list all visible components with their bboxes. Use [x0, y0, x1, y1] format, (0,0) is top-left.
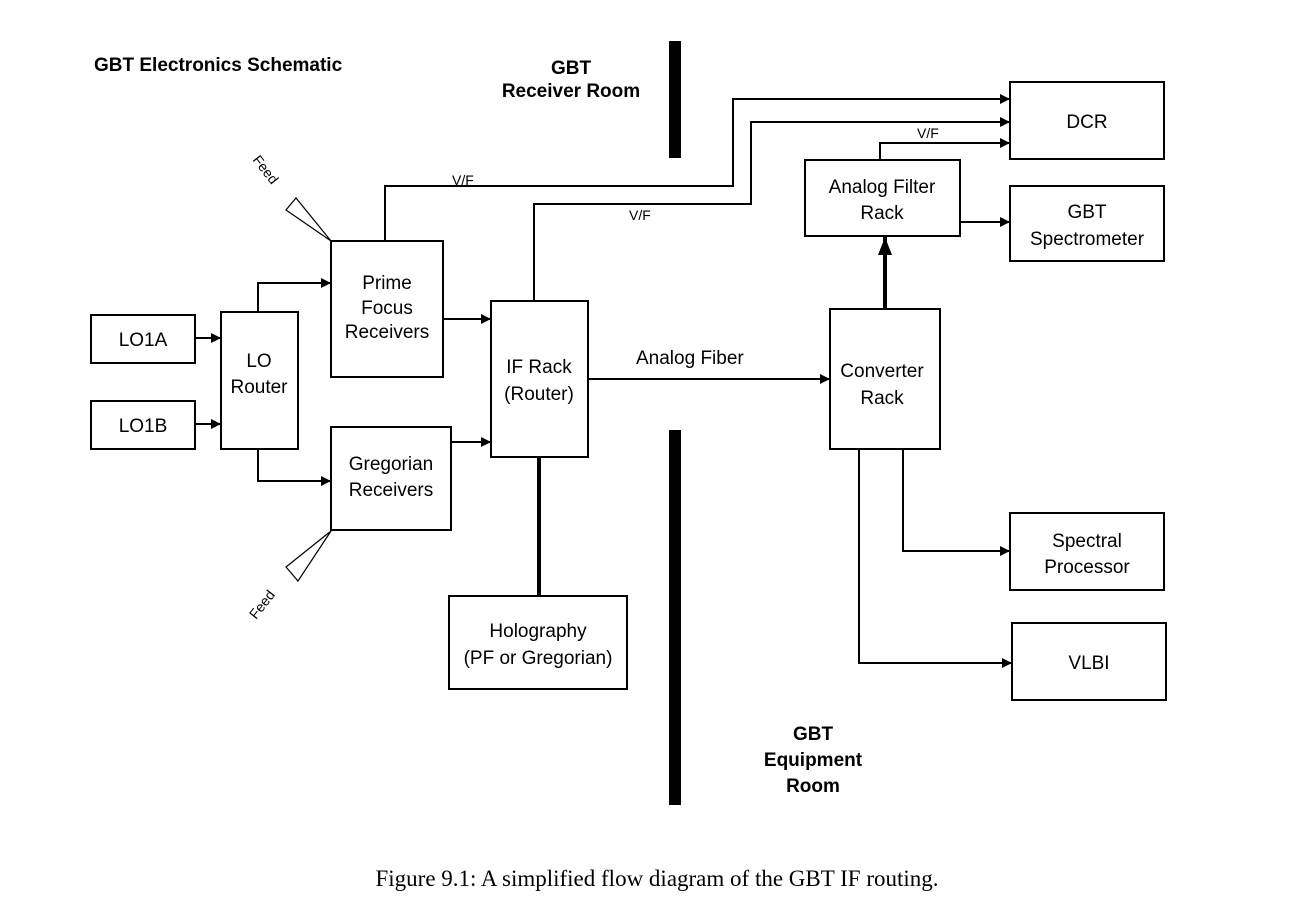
box-converter-line-2: Rack: [860, 388, 904, 409]
feed-label-bottom: Feed: [246, 587, 278, 622]
box-lo1a-label: LO1A: [119, 330, 168, 351]
box-vlbi-label: VLBI: [1068, 653, 1109, 674]
box-lo1b-label: LO1B: [119, 416, 168, 437]
box-gregorian-line-2: Receivers: [349, 480, 433, 501]
box-spectral-processor-line-2: Processor: [1044, 557, 1130, 578]
connections: [195, 94, 1012, 668]
if-rack-vf-to-dcr: [533, 117, 1010, 301]
box-spectral-processor-line-1: Spectral: [1052, 531, 1122, 552]
box-holography: Holography (PF or Gregorian): [448, 595, 628, 690]
vf-label-prime-focus: V/F: [452, 172, 474, 188]
box-lo1b: LO1B: [90, 400, 196, 450]
box-gregorian-receivers: Gregorian Receivers: [330, 426, 452, 531]
analog-filter-vf-to-dcr: [879, 138, 1010, 160]
equipment-room-line-1: GBT: [793, 724, 834, 745]
feed-label-top: Feed: [250, 152, 282, 187]
box-if-rack-line-1: IF Rack: [506, 357, 572, 378]
gbt-if-flow-diagram: GBT Electronics Schematic GBT Receiver R…: [90, 41, 1167, 805]
feed-horn-bottom: Feed: [246, 530, 332, 622]
receiver-room-label: GBT Receiver Room: [502, 58, 640, 102]
feed-horn-top-shape: [285, 197, 332, 242]
box-dcr-label: DCR: [1066, 112, 1107, 133]
box-lo1a: LO1A: [90, 314, 196, 364]
box-spectral-processor: Spectral Processor: [1009, 512, 1165, 591]
box-analog-filter-line-1: Analog Filter: [829, 177, 936, 198]
room-wall-upper: [669, 41, 681, 158]
vf-label-analog-filter: V/F: [917, 125, 939, 141]
analog-fiber-label: Analog Fiber: [636, 348, 744, 369]
box-gregorian-line-1: Gregorian: [349, 454, 434, 475]
converter-to-spectral-processor: [902, 449, 1010, 556]
equipment-room-line-3: Room: [786, 776, 840, 797]
box-prime-focus-line-1: Prime: [362, 273, 412, 294]
box-spectrometer-line-1: GBT: [1067, 202, 1106, 223]
box-holography-line-2: (PF or Gregorian): [464, 648, 613, 669]
schematic-title: GBT Electronics Schematic: [94, 55, 343, 76]
box-if-rack-line-2: (Router): [504, 384, 574, 405]
vf-label-if-rack: V/F: [629, 207, 651, 223]
equipment-room-line-2: Equipment: [764, 750, 863, 771]
converter-to-vlbi: [858, 449, 1012, 668]
feed-horn-bottom-shape: [285, 530, 332, 582]
box-analog-filter-line-2: Rack: [860, 203, 904, 224]
box-prime-focus-receivers: Prime Focus Receivers: [330, 240, 444, 378]
box-lo-router-line-1: LO: [246, 351, 271, 372]
router-to-prime-focus: [257, 278, 331, 312]
room-wall-lower: [669, 430, 681, 805]
box-prime-focus-line-2: Focus: [361, 298, 413, 319]
figure-caption: Figure 9.1: A simplified flow diagram of…: [375, 866, 939, 891]
box-dcr: DCR: [1009, 81, 1165, 160]
equipment-room-label: GBT Equipment Room: [764, 724, 863, 797]
box-converter-line-1: Converter: [840, 361, 924, 382]
prime-focus-vf-to-dcr: [384, 94, 1010, 241]
box-lo-router-line-2: Router: [230, 377, 288, 398]
box-prime-focus-line-3: Receivers: [345, 322, 429, 343]
box-if-rack: IF Rack (Router): [490, 300, 589, 458]
box-lo-router: LO Router: [220, 311, 299, 450]
box-converter-rack: Converter Rack: [829, 308, 941, 450]
receiver-room-line-2: Receiver Room: [502, 81, 640, 102]
box-spectrometer-line-2: Spectrometer: [1030, 229, 1145, 250]
feed-horn-top: Feed: [250, 152, 332, 242]
receiver-room-line-1: GBT: [551, 58, 592, 79]
box-gbt-spectrometer: GBT Spectrometer: [1009, 185, 1165, 262]
router-to-gregorian: [257, 449, 331, 486]
box-analog-filter-rack: Analog Filter Rack: [804, 159, 961, 237]
box-holography-line-1: Holography: [489, 621, 587, 642]
box-vlbi: VLBI: [1011, 622, 1167, 701]
